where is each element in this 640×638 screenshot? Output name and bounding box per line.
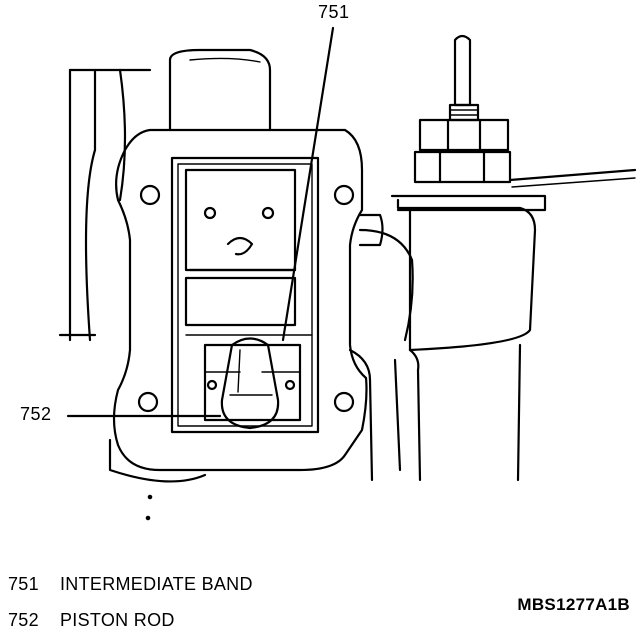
figure-id: MBS1277A1B: [517, 595, 630, 614]
piston-rod: [220, 337, 280, 430]
transmission-case-outline: [58, 68, 207, 483]
legend-label: INTERMEDIATE BAND: [60, 574, 253, 594]
right-housing: [348, 168, 637, 482]
legend-number: 752: [8, 610, 39, 630]
legend-label: PISTON ROD: [60, 610, 175, 630]
upper-boss: [168, 48, 272, 132]
legend-row: 752 PISTON ROD: [8, 610, 175, 631]
scan-dots: [145, 494, 153, 521]
servo-cover-frame: [112, 128, 368, 472]
adjusting-screw: [413, 34, 512, 184]
servo-piston: [184, 168, 313, 336]
callout-751: 751: [318, 2, 350, 22]
legend-row: 751 INTERMEDIATE BAND: [8, 574, 253, 595]
legend-number: 751: [8, 574, 39, 594]
intermediate-band: [203, 343, 302, 422]
callout-752: 752: [20, 404, 52, 424]
transmission-servo-illustration: [58, 26, 637, 521]
leader-line-751: [281, 26, 335, 342]
